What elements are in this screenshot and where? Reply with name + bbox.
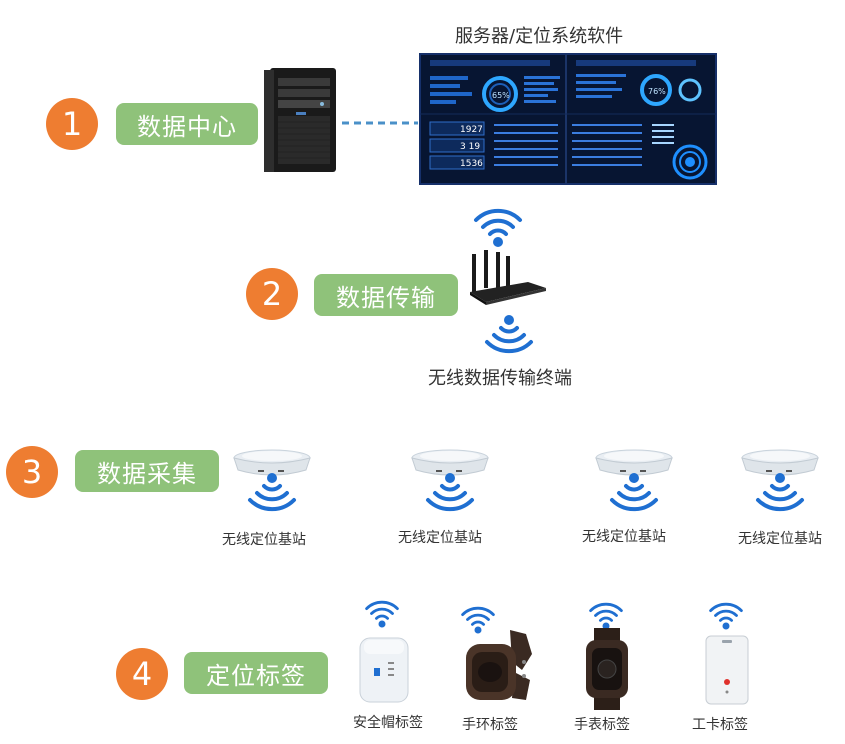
watch-tag-icon	[584, 628, 630, 710]
base-station-caption: 无线定位基站	[582, 526, 666, 546]
step-1-number: 1	[46, 98, 98, 150]
watch-tag-wifi-icon	[606, 612, 607, 613]
wristband-tag-wifi-icon	[478, 616, 479, 617]
base-station-wifi-icon	[450, 478, 451, 479]
badge-tag-wifi-icon	[726, 612, 727, 613]
step-2-label: 数据传输	[314, 274, 458, 316]
base-station-caption: 无线定位基站	[398, 527, 482, 547]
base-station-caption: 无线定位基站	[738, 528, 822, 548]
base-station-wifi-icon	[634, 478, 635, 479]
step-4-label: 定位标签	[184, 652, 328, 694]
helmet-tag-caption: 安全帽标签	[353, 712, 423, 732]
step-4-number: 4	[116, 648, 168, 700]
wristband-tag-caption: 手环标签	[462, 714, 518, 734]
step-3-label: 数据采集	[75, 450, 219, 492]
server-software-title: 服务器/定位系统软件	[455, 22, 623, 48]
base-station-wifi-icon	[272, 478, 273, 479]
gauge-2-value: 76%	[648, 87, 666, 96]
step-3-number: 3	[6, 446, 58, 498]
step-1-label: 数据中心	[116, 103, 258, 145]
watch-tag-caption: 手表标签	[574, 714, 630, 734]
router-wifi-up-icon	[498, 222, 499, 223]
base-station-wifi-icon	[780, 478, 781, 479]
readout-1: 1927	[460, 125, 483, 135]
dashboard-screen: 65% 76% 1927 3 19 1536	[420, 54, 716, 184]
step-2-number: 2	[246, 268, 298, 320]
helmet-tag-icon	[356, 634, 412, 706]
server-tower-icon	[264, 66, 340, 176]
gauge-1-value: 65%	[492, 91, 510, 100]
connector-line	[340, 119, 420, 127]
badge-card-tag-icon	[704, 634, 750, 706]
readout-2: 3 19	[460, 142, 480, 152]
router-icon	[468, 250, 548, 308]
wristband-tag-icon	[460, 626, 540, 708]
helmet-tag-wifi-icon	[382, 610, 383, 611]
router-caption: 无线数据传输终端	[428, 364, 572, 390]
readout-3: 1536	[460, 159, 483, 169]
base-station-caption: 无线定位基站	[222, 529, 306, 549]
router-wifi-down-icon	[509, 320, 510, 321]
badge-card-tag-caption: 工卡标签	[692, 714, 748, 734]
